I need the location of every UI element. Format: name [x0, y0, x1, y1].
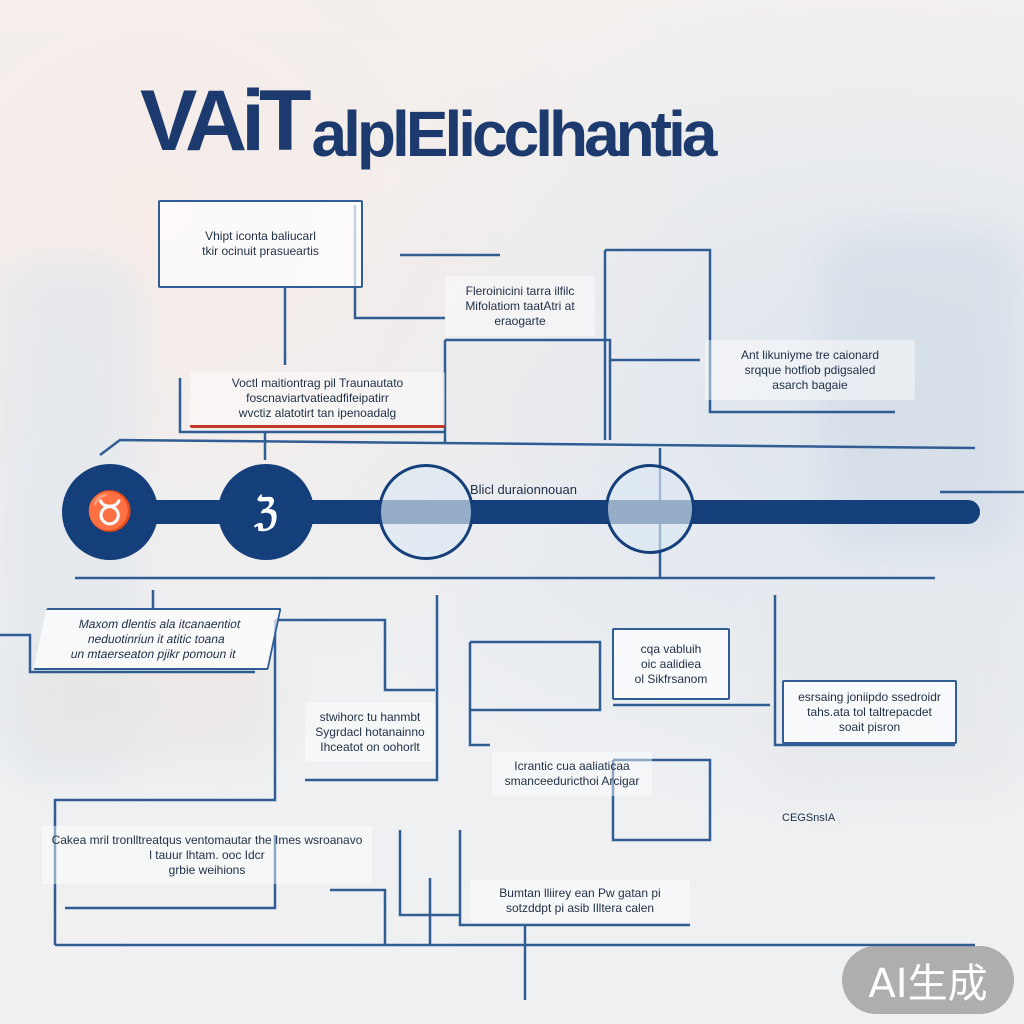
info-box-bottom-center: cqa vabluih oic aalidiea ol Sikfrsanom	[612, 628, 730, 700]
info-box-bottom-middle: Icrantic cua aaliaticaa smanceeduricthoi…	[492, 752, 652, 796]
box-text-line: cqa vabluih	[640, 641, 702, 656]
ai-generated-badge: AI生成	[842, 946, 1014, 1014]
info-box-top-left: Vhipt iconta baliucarl tkir ocinuit pras…	[158, 200, 363, 288]
box-text-line: sotzddpt pi asib Illtera calen	[505, 901, 655, 915]
info-box-bottom-center-left: stwihorc tu hanmbt Sygrdacl hotanainno I…	[305, 702, 435, 762]
timeline-node-4	[605, 464, 695, 554]
title-part-2: alplElicclhantia	[311, 98, 718, 170]
timeline-label: Blicl duraionnouan	[470, 482, 577, 497]
timeline-node-3	[378, 464, 474, 560]
info-box-top-middle: Fleroinicini tarra ilfilc Mifolatiom taa…	[445, 276, 595, 336]
box-text-line: oic aalidiea	[640, 656, 702, 671]
box-text-line: foscnaviartvatieadfifeipatirr	[246, 391, 389, 405]
box-text-line: esrsaing joniipdo ssedroidr	[798, 689, 941, 704]
info-box-bottom-wide: Cakea mril tronlltreatqus ventomautar th…	[42, 826, 372, 884]
box-text-line: tkir ocinuit prasueartis	[202, 244, 319, 258]
title-part-1: VAiT	[140, 73, 311, 169]
box-text-line: Maxom dlentis ala itcanaentiot	[77, 616, 242, 631]
box-text-line: l tauur lhtam. ooc Idcr	[149, 847, 265, 862]
box-text-line: soait pisron	[838, 719, 901, 734]
info-box-bottom-right: esrsaing joniipdo ssedroidr tahs.ata tol…	[782, 680, 957, 744]
info-box-bottom-left: Maxom dlentis ala itcanaentiot neduotinr…	[33, 608, 282, 670]
box-text-line: ol Sikfrsanom	[634, 671, 708, 686]
box-text-line: Vhipt iconta baliucarl	[205, 229, 316, 243]
corner-label: CEGSnsIA	[782, 812, 836, 824]
timeline-node-2: ℨ	[218, 464, 314, 560]
box-text-line: smanceeduricthoi Arcigar	[504, 774, 640, 788]
box-text-line: grbie weihions	[168, 862, 246, 877]
node-icon: ♉	[86, 491, 134, 533]
box-text-line: asarch bagaie	[772, 377, 848, 392]
timeline-node-1: ♉	[62, 464, 158, 560]
box-text-line: Voctl maitiontrag pil Traunautato	[231, 376, 404, 390]
box-text-line: Sygrdacl hotanainno	[315, 724, 425, 739]
box-text-line: wvctiz alatotirt tan ipenoadalg	[238, 406, 397, 420]
box-text-line: Ihceatot on oohorlt	[320, 739, 420, 754]
page-title: VAiTalplElicclhantia	[140, 72, 900, 170]
box-text-line: Mifolatiom taatAtri at	[465, 298, 575, 313]
background-blur-shape	[820, 230, 1020, 550]
info-box-top-right: Ant likuniyme tre caionard srqque hotfio…	[705, 340, 915, 400]
box-text-line: Cakea mril tronlltreatqus ventomautar th…	[51, 832, 363, 847]
info-box-bottom-footer: Bumtan lliirey ean Pw gatan pi sotzddpt …	[470, 880, 690, 922]
box-text-line: Ant likuniyme tre caionard	[740, 347, 880, 362]
box-text-line: Icrantic cua aaliaticaa	[514, 759, 630, 773]
box-text-line: eraogarte	[494, 313, 546, 328]
node-icon: ℨ	[254, 491, 278, 534]
box-text-line: tahs.ata tol taltrepacdet	[807, 704, 932, 719]
box-text-line: srqque hotfiob pdigsaled	[744, 362, 876, 377]
box-text-line: Bumtan lliirey ean Pw gatan pi	[499, 886, 661, 900]
info-box-top-center-left: Voctl maitiontrag pil Traunautato foscna…	[190, 372, 445, 428]
box-text-line: un mtaerseaton pjikr pomoun it	[69, 646, 238, 661]
box-text-line: Fleroinicini tarra ilfilc	[465, 283, 575, 298]
box-text-line: neduotinriun it atitic toana	[86, 631, 227, 646]
box-text-line: stwihorc tu hanmbt	[319, 709, 421, 724]
